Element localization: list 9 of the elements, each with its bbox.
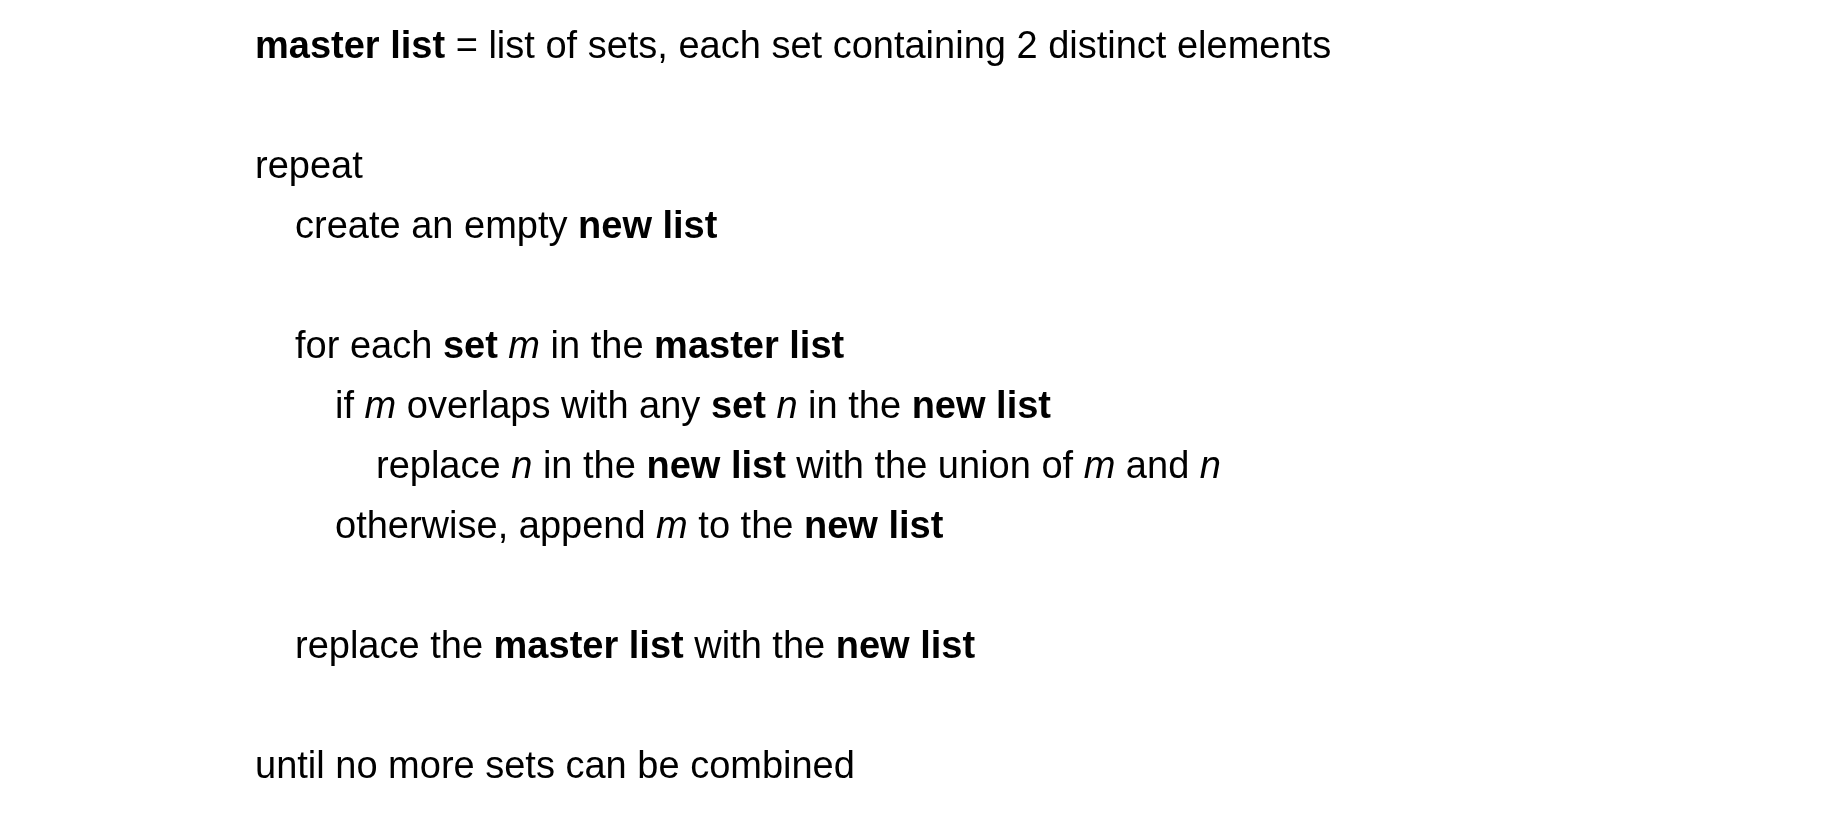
- pseudocode-line: replace n in the new list with the union of m and n: [376, 443, 1221, 488]
- pseudocode-line: otherwise, append m to the new list: [335, 503, 944, 548]
- pseudocode-line: if m overlaps with any set n in the new list: [335, 383, 1051, 428]
- pseudocode-line: replace the master list with the new list: [295, 623, 976, 668]
- pseudocode-line: until no more sets can be combined: [255, 743, 855, 788]
- pseudocode-line: for each set m in the master list: [295, 323, 845, 368]
- pseudocode-line: master list = list of sets, each set containing 2 distinct elements: [255, 23, 1332, 68]
- pseudocode-line: repeat: [255, 143, 363, 188]
- pseudocode-line: create an empty new list: [295, 203, 718, 248]
